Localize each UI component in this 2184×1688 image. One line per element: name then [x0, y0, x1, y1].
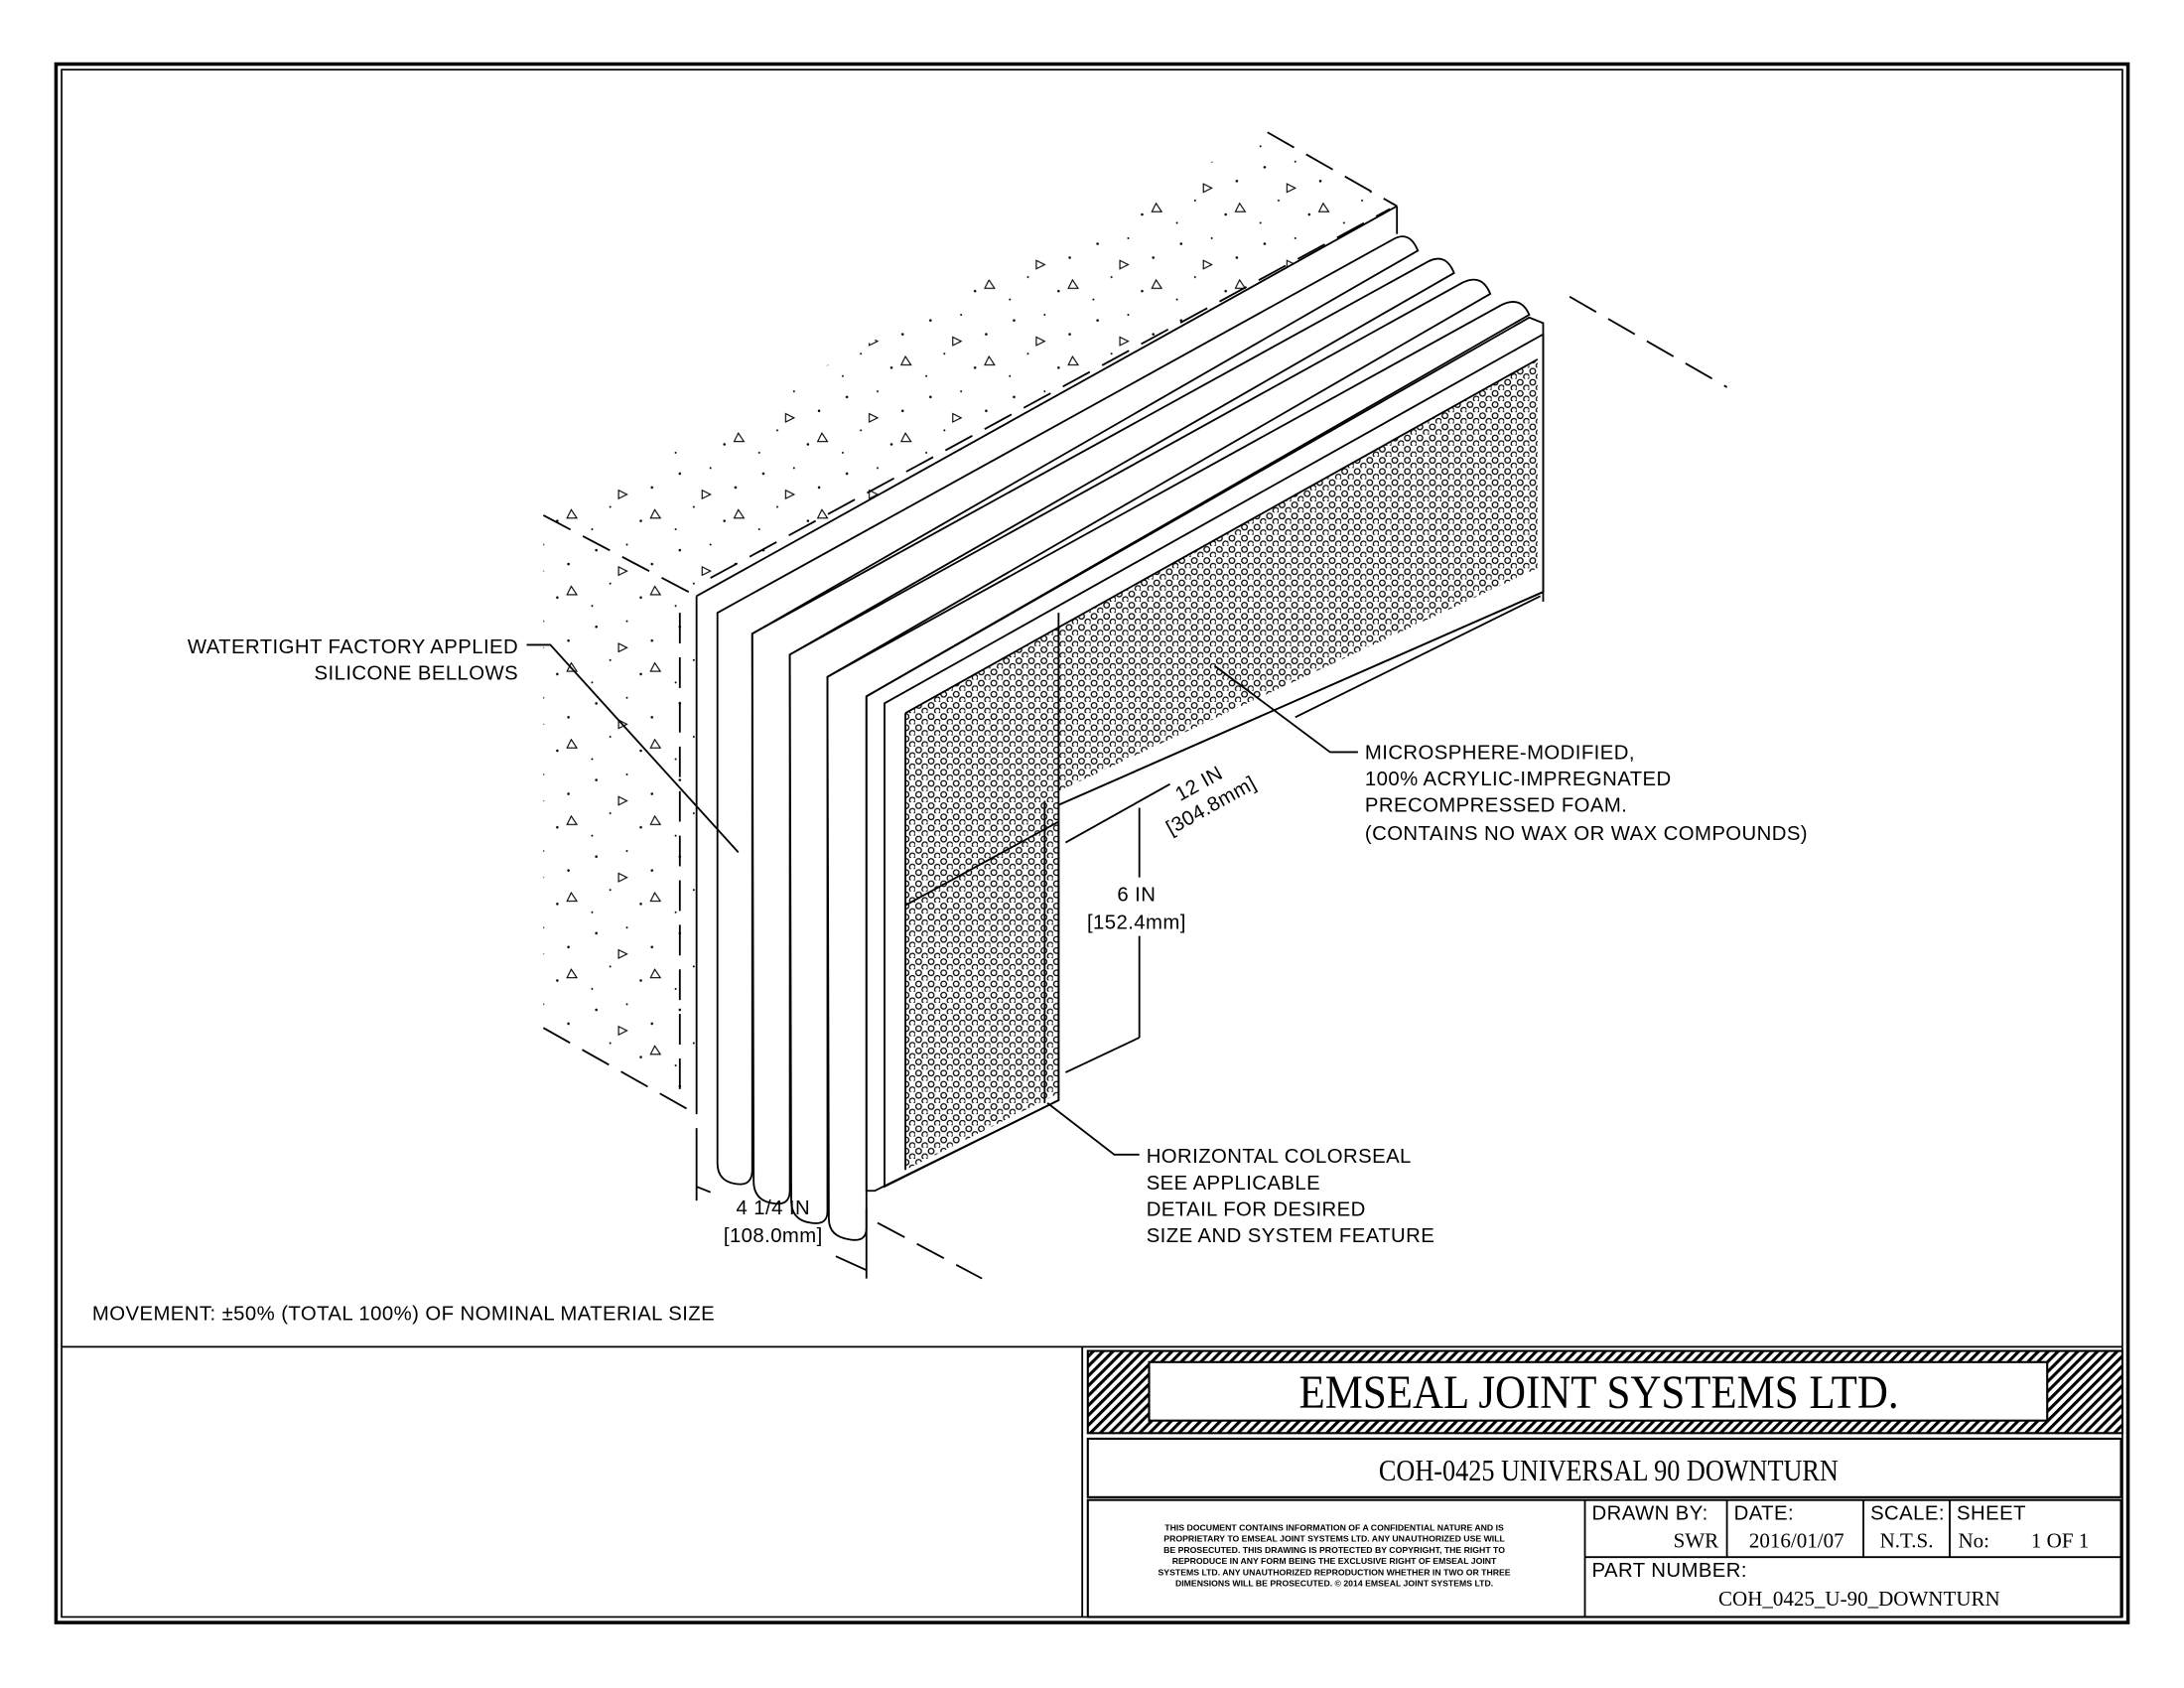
outer-border	[54, 62, 2130, 1624]
dim-width-in: 4 1/4 IN	[737, 1197, 811, 1219]
dim-height-in: 6 IN	[1117, 885, 1156, 907]
foam-callout: MICROSPHERE-MODIFIED, 100% ACRYLIC-IMPRE…	[1213, 664, 1808, 845]
bellows-callout: WATERTIGHT FACTORY APPLIED SILICONE BELL…	[188, 636, 740, 854]
foam-label-3: PRECOMPRESSED FOAM.	[1365, 795, 1627, 817]
svg-text:DIMENSIONS WILL BE PROSECUTED.: DIMENSIONS WILL BE PROSECUTED. © 2014 EM…	[1175, 1579, 1493, 1589]
dimension-width: 4 1/4 IN [108.0mm]	[695, 1128, 983, 1280]
drawn-by-value: SWR	[1674, 1528, 1719, 1552]
movement-note: MOVEMENT: ±50% (TOTAL 100%) OF NOMINAL M…	[92, 1304, 715, 1326]
part-number-value: COH_0425_U-90_DOWNTURN	[1718, 1587, 2000, 1611]
precompressed-foam	[865, 316, 1545, 1193]
drawing-title: COH-0425 UNIVERSAL 90 DOWNTURN	[1379, 1454, 1839, 1487]
dim-width-mm: [108.0mm]	[724, 1225, 823, 1247]
break-line	[1569, 295, 1728, 388]
sheet-label: SHEET	[1957, 1502, 2026, 1524]
sheet-value: 1 OF 1	[2031, 1528, 2089, 1552]
foam-label-4: (CONTAINS NO WAX OR WAX COMPOUNDS)	[1365, 823, 1808, 845]
svg-text:REPRODUCE IN ANY FORM BEING TH: REPRODUCE IN ANY FORM BEING THE EXCLUSIV…	[1172, 1556, 1497, 1566]
dim-height-mm: [152.4mm]	[1087, 913, 1186, 934]
silicone-bellows	[716, 235, 1531, 1241]
foam-label-1: MICROSPHERE-MODIFIED,	[1365, 742, 1635, 764]
colorseal-callout: HORIZONTAL COLORSEAL SEE APPLICABLE DETA…	[1046, 1102, 1435, 1247]
colorseal-label-4: SIZE AND SYSTEM FEATURE	[1147, 1225, 1435, 1247]
date-value: 2016/01/07	[1749, 1528, 1844, 1552]
sheet-no-label: No:	[1958, 1528, 1989, 1552]
colorseal-label-3: DETAIL FOR DESIRED	[1147, 1199, 1366, 1221]
concrete-substrate	[542, 131, 1399, 1115]
scale-label: SCALE:	[1870, 1502, 1945, 1524]
colorseal-label-2: SEE APPLICABLE	[1147, 1173, 1320, 1195]
svg-text:PROPRIETARY TO EMSEAL JOINT SY: PROPRIETARY TO EMSEAL JOINT SYSTEMS LTD.…	[1163, 1534, 1505, 1544]
svg-text:SYSTEMS LTD. ANY UNAUTHORIZED: SYSTEMS LTD. ANY UNAUTHORIZED REPRODUCTI…	[1159, 1567, 1511, 1577]
foam-label-2: 100% ACRYLIC-IMPREGNATED	[1365, 769, 1672, 790]
bellows-label-1: WATERTIGHT FACTORY APPLIED	[188, 636, 518, 658]
part-number-label: PART NUMBER:	[1592, 1560, 1747, 1582]
drawn-by-label: DRAWN BY:	[1592, 1502, 1708, 1524]
svg-text:BE PROSECUTED. THIS DRAWING IS: BE PROSECUTED. THIS DRAWING IS PROTECTED…	[1163, 1545, 1505, 1555]
scale-value: N.T.S.	[1880, 1528, 1934, 1552]
disclaimer: THIS DOCUMENT CONTAINS INFORMATION OF A …	[1159, 1523, 1511, 1589]
colorseal-label-1: HORIZONTAL COLORSEAL	[1147, 1146, 1412, 1168]
title-block: EMSEAL JOINT SYSTEMS LTD. COH-0425 UNIVE…	[62, 1345, 2124, 1618]
svg-text:THIS DOCUMENT CONTAINS INFORMA: THIS DOCUMENT CONTAINS INFORMATION OF A …	[1164, 1523, 1504, 1533]
date-label: DATE:	[1734, 1502, 1794, 1524]
company-name: EMSEAL JOINT SYSTEMS LTD.	[1299, 1366, 1899, 1419]
bellows-label-2: SILICONE BELLOWS	[315, 662, 519, 684]
dimension-height: 6 IN [152.4mm]	[1064, 807, 1186, 1073]
